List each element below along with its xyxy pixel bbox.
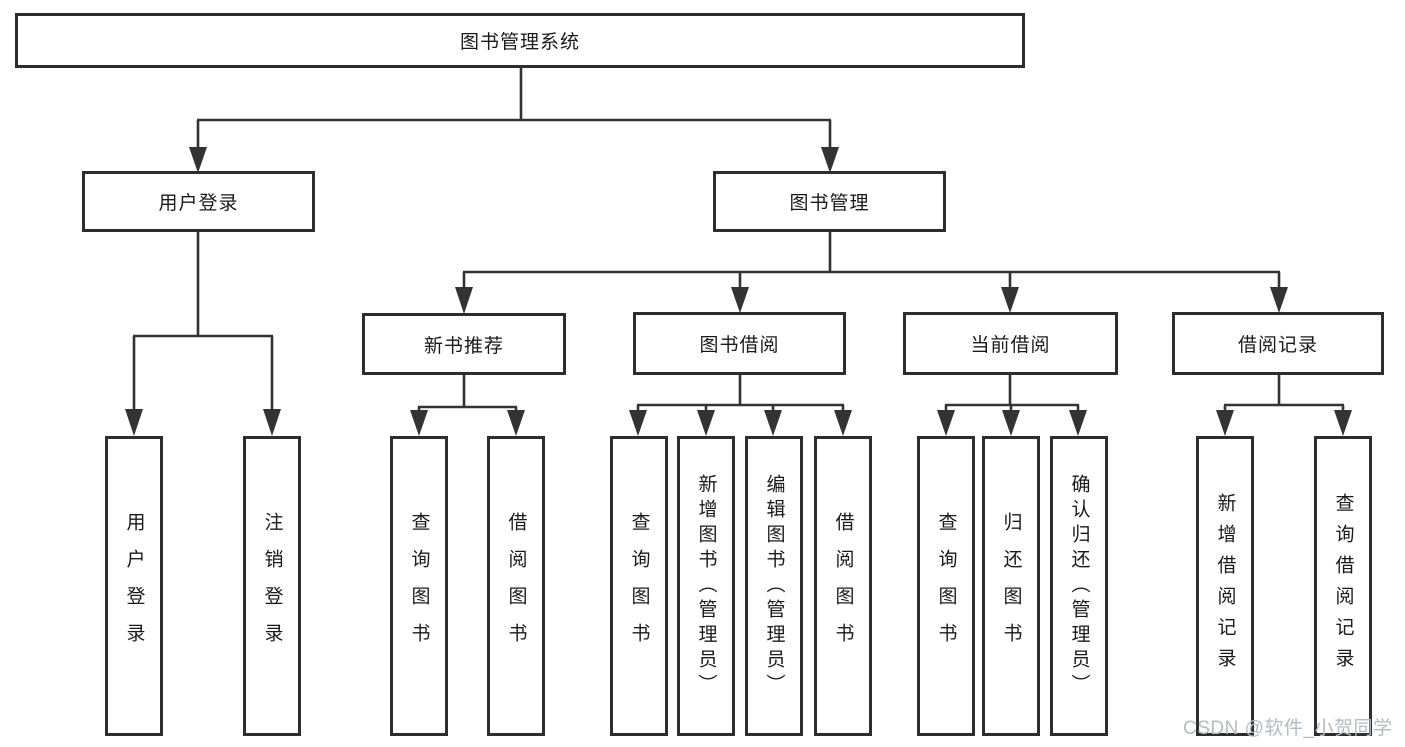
connector-new-book-to-leaves — [410, 373, 525, 436]
connector-borrow-record-to-leaves — [1216, 373, 1352, 436]
leaf-user-login: 用户登录 — [105, 436, 163, 736]
csdn-watermark: CSDN @软件_小贺同学 — [1183, 718, 1393, 739]
node-book-management: 图书管理 — [713, 171, 946, 232]
node-user-login: 用户登录 — [82, 171, 315, 232]
leaf-borrow-books-recommend: 借阅图书 — [487, 436, 545, 736]
node-current-borrow: 当前借阅 — [903, 312, 1118, 375]
node-root-library-system: 图书管理系统 — [15, 13, 1025, 68]
leaf-query-books-current: 查询图书 — [917, 436, 975, 736]
leaf-confirm-return-admin: 确认归还（管理员） — [1050, 436, 1108, 736]
connector-root-to-level1 — [189, 66, 839, 173]
connector-current-borrow-to-leaves — [937, 373, 1087, 436]
leaf-query-books-borrow: 查询图书 — [610, 436, 668, 736]
leaf-query-books-recommend: 查询图书 — [390, 436, 448, 736]
node-borrow-records: 借阅记录 — [1172, 312, 1384, 375]
connector-user-login-to-leaves — [125, 230, 281, 436]
leaf-query-borrow-record: 查询借阅记录 — [1314, 436, 1372, 736]
leaf-edit-books-admin: 编辑图书（管理员） — [745, 436, 803, 736]
node-book-borrow: 图书借阅 — [633, 312, 846, 375]
connector-book-mgmt-to-level2 — [455, 230, 1288, 314]
leaf-borrow-books: 借阅图书 — [814, 436, 872, 736]
connector-book-borrow-to-leaves — [629, 373, 852, 436]
leaf-add-borrow-record: 新增借阅记录 — [1196, 436, 1254, 736]
node-new-book-recommend: 新书推荐 — [362, 313, 566, 375]
leaf-add-books-admin: 新增图书（管理员） — [677, 436, 735, 736]
leaf-logout: 注销登录 — [243, 436, 301, 736]
leaf-return-books: 归还图书 — [982, 436, 1040, 736]
